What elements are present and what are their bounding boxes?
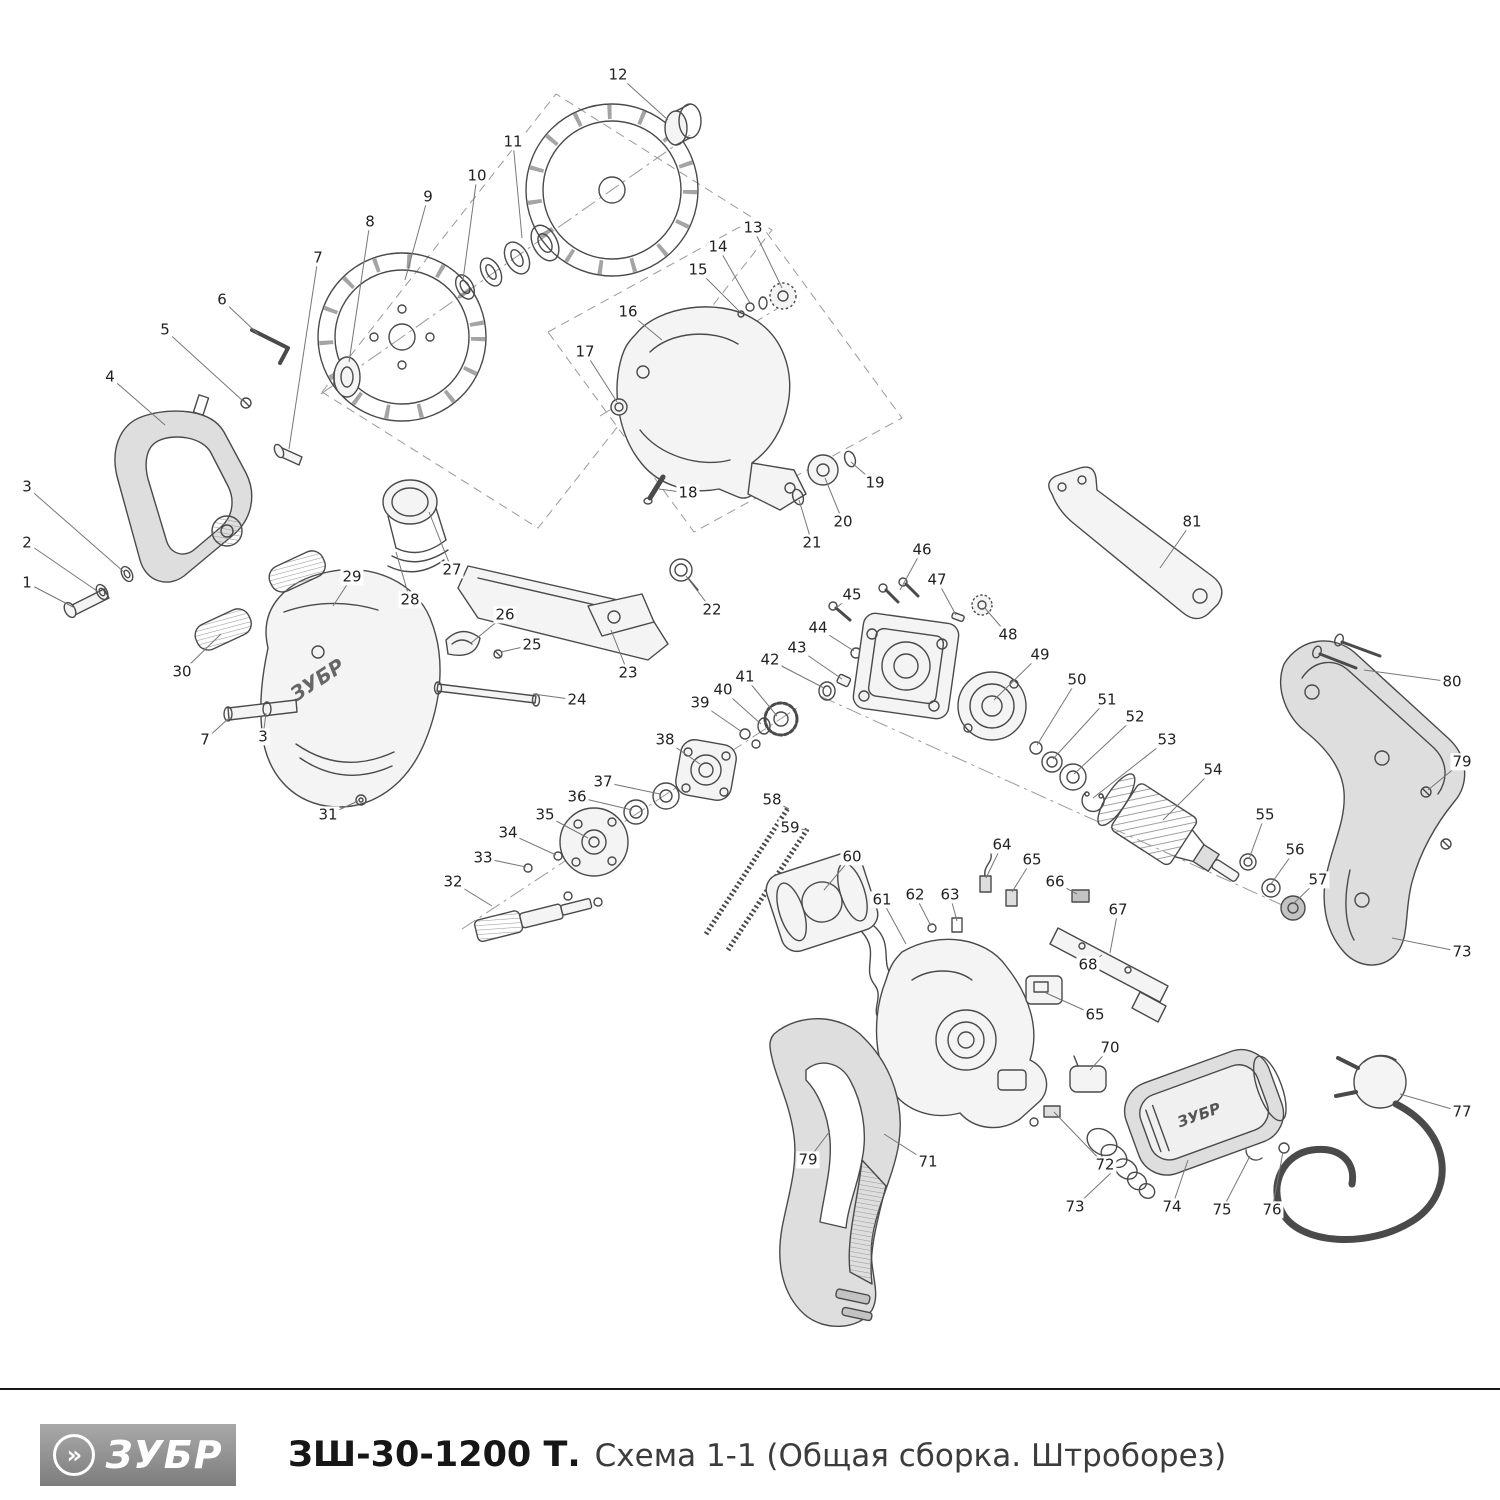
- terminal-block: [1029, 1105, 1061, 1127]
- capacitor: [1069, 1055, 1107, 1093]
- schema-name: Схема 1-1 (Общая сборка. Штроборез): [594, 1438, 1227, 1474]
- cutting-disc-front: [525, 103, 699, 277]
- power-cord: [1273, 1054, 1446, 1244]
- guard-clamp: [445, 630, 503, 659]
- zubr-logo: » ЗУБР: [40, 1424, 236, 1486]
- blade-guard-upper: [616, 306, 807, 511]
- switch: [1025, 975, 1063, 1005]
- guide-rollers: [194, 550, 326, 651]
- motor-housing: ЗУБР: [1123, 1048, 1290, 1176]
- guard-fasteners: [610, 282, 857, 591]
- footer-divider: [0, 1388, 1500, 1390]
- main-guard-housing: ЗУБР: [260, 568, 441, 808]
- lever-springs: [703, 806, 811, 952]
- zubr-logo-text: ЗУБР: [105, 1433, 223, 1477]
- pin-wrench: [1048, 466, 1223, 620]
- model-number: ЗШ-30-1200 Т.: [288, 1435, 581, 1475]
- gear-housing: [852, 612, 960, 720]
- zubr-logo-icon: »: [53, 1434, 96, 1476]
- rear-handle: [769, 1017, 901, 1327]
- front-handle: [114, 394, 253, 583]
- diagram-title: ЗШ-30-1200 Т. Схема 1-1 (Общая сборка. Ш…: [288, 1435, 1226, 1475]
- cutting-disc-rear: [317, 252, 487, 422]
- spindle-bearings: [523, 782, 680, 873]
- footer: » ЗУБР ЗШ-30-1200 Т. Схема 1-1 (Общая сб…: [0, 1388, 1500, 1486]
- side-handle-screws: [1312, 633, 1452, 850]
- gear-housing-screws: [828, 577, 993, 623]
- bearing-plate: [559, 807, 629, 907]
- armature-washers: [1239, 853, 1306, 921]
- spindle-shaft: [473, 898, 593, 943]
- inner-flange: [333, 356, 361, 398]
- handle-fasteners: [63, 328, 303, 619]
- outer-flange: [664, 103, 702, 146]
- base-shoe: [457, 565, 669, 661]
- brush-parts: [927, 853, 1169, 1023]
- motor-front-housing: [875, 938, 1048, 1129]
- washer-stack: [454, 224, 560, 300]
- dust-port: [382, 479, 449, 573]
- roller-shafts: [223, 681, 541, 806]
- armature: [1097, 773, 1240, 882]
